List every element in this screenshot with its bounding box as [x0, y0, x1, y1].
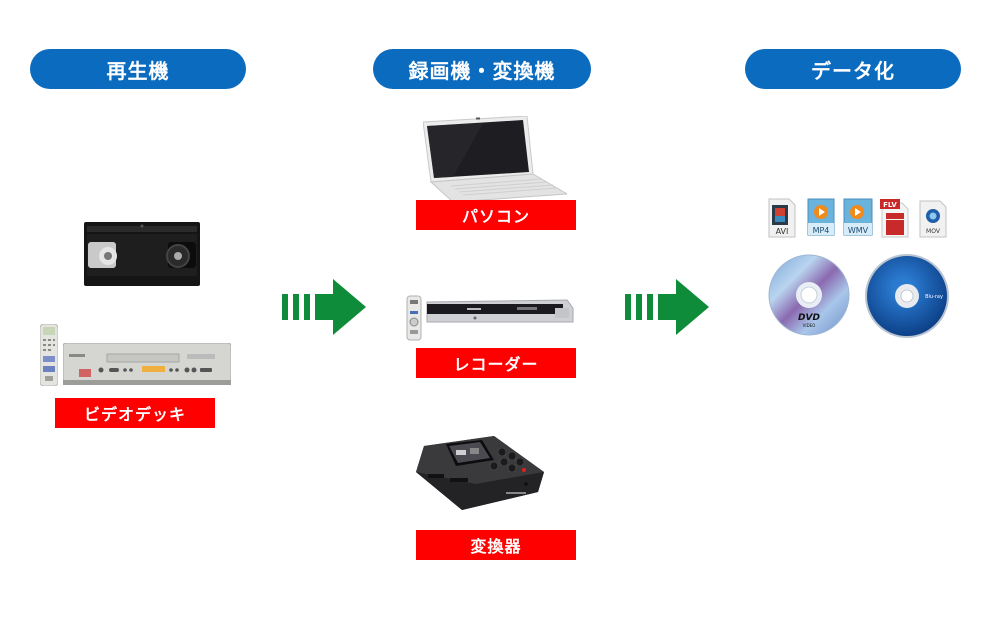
dvd-sub-label: VIDEO — [803, 323, 816, 328]
avi-label: AVI — [776, 227, 789, 236]
wmv-label: WMV — [848, 226, 869, 235]
mp4-label: MP4 — [813, 226, 830, 235]
label-pc: パソコン — [416, 200, 576, 230]
dvd-disc-icon: DVD VIDEO — [767, 253, 851, 337]
header-data: データ化 — [745, 49, 961, 89]
label-recorder: レコーダー — [416, 348, 576, 378]
header-playback-text: 再生機 — [106, 58, 170, 83]
mov-file-icon: MOV — [918, 197, 948, 239]
wmv-file-icon: WMV — [842, 197, 874, 239]
recorder-icon — [405, 294, 577, 342]
header-data-text: データ化 — [811, 58, 895, 83]
mov-label: MOV — [926, 228, 941, 235]
header-playback: 再生機 — [30, 49, 246, 89]
label-video-deck: ビデオデッキ — [55, 398, 215, 428]
dvd-label: DVD — [798, 313, 820, 323]
header-recorders-text: 録画機・変換機 — [408, 58, 556, 83]
vhs-tape-icon — [84, 222, 200, 286]
vcr-deck-icon — [63, 343, 231, 385]
flv-file-icon: FLV — [878, 197, 910, 239]
arrow-right-icon — [282, 279, 366, 335]
arrow-right-icon-2 — [625, 279, 709, 335]
avi-file-icon: AVI — [767, 197, 797, 239]
label-converter: 変換器 — [416, 530, 576, 560]
mp4-file-icon: MP4 — [806, 197, 836, 239]
converter-icon — [416, 432, 544, 516]
label-pc-text: パソコン — [461, 207, 530, 226]
flv-label: FLV — [883, 201, 897, 209]
header-recorders: 録画機・変換機 — [373, 49, 591, 89]
label-video-deck-text: ビデオデッキ — [83, 405, 186, 424]
laptop-icon — [423, 116, 567, 202]
label-recorder-text: レコーダー — [453, 355, 539, 374]
vcr-remote-icon — [40, 324, 58, 386]
bluray-label: Blu-ray — [925, 294, 943, 300]
label-converter-text: 変換器 — [470, 537, 522, 556]
bluray-disc-icon: Blu-ray — [864, 253, 950, 339]
